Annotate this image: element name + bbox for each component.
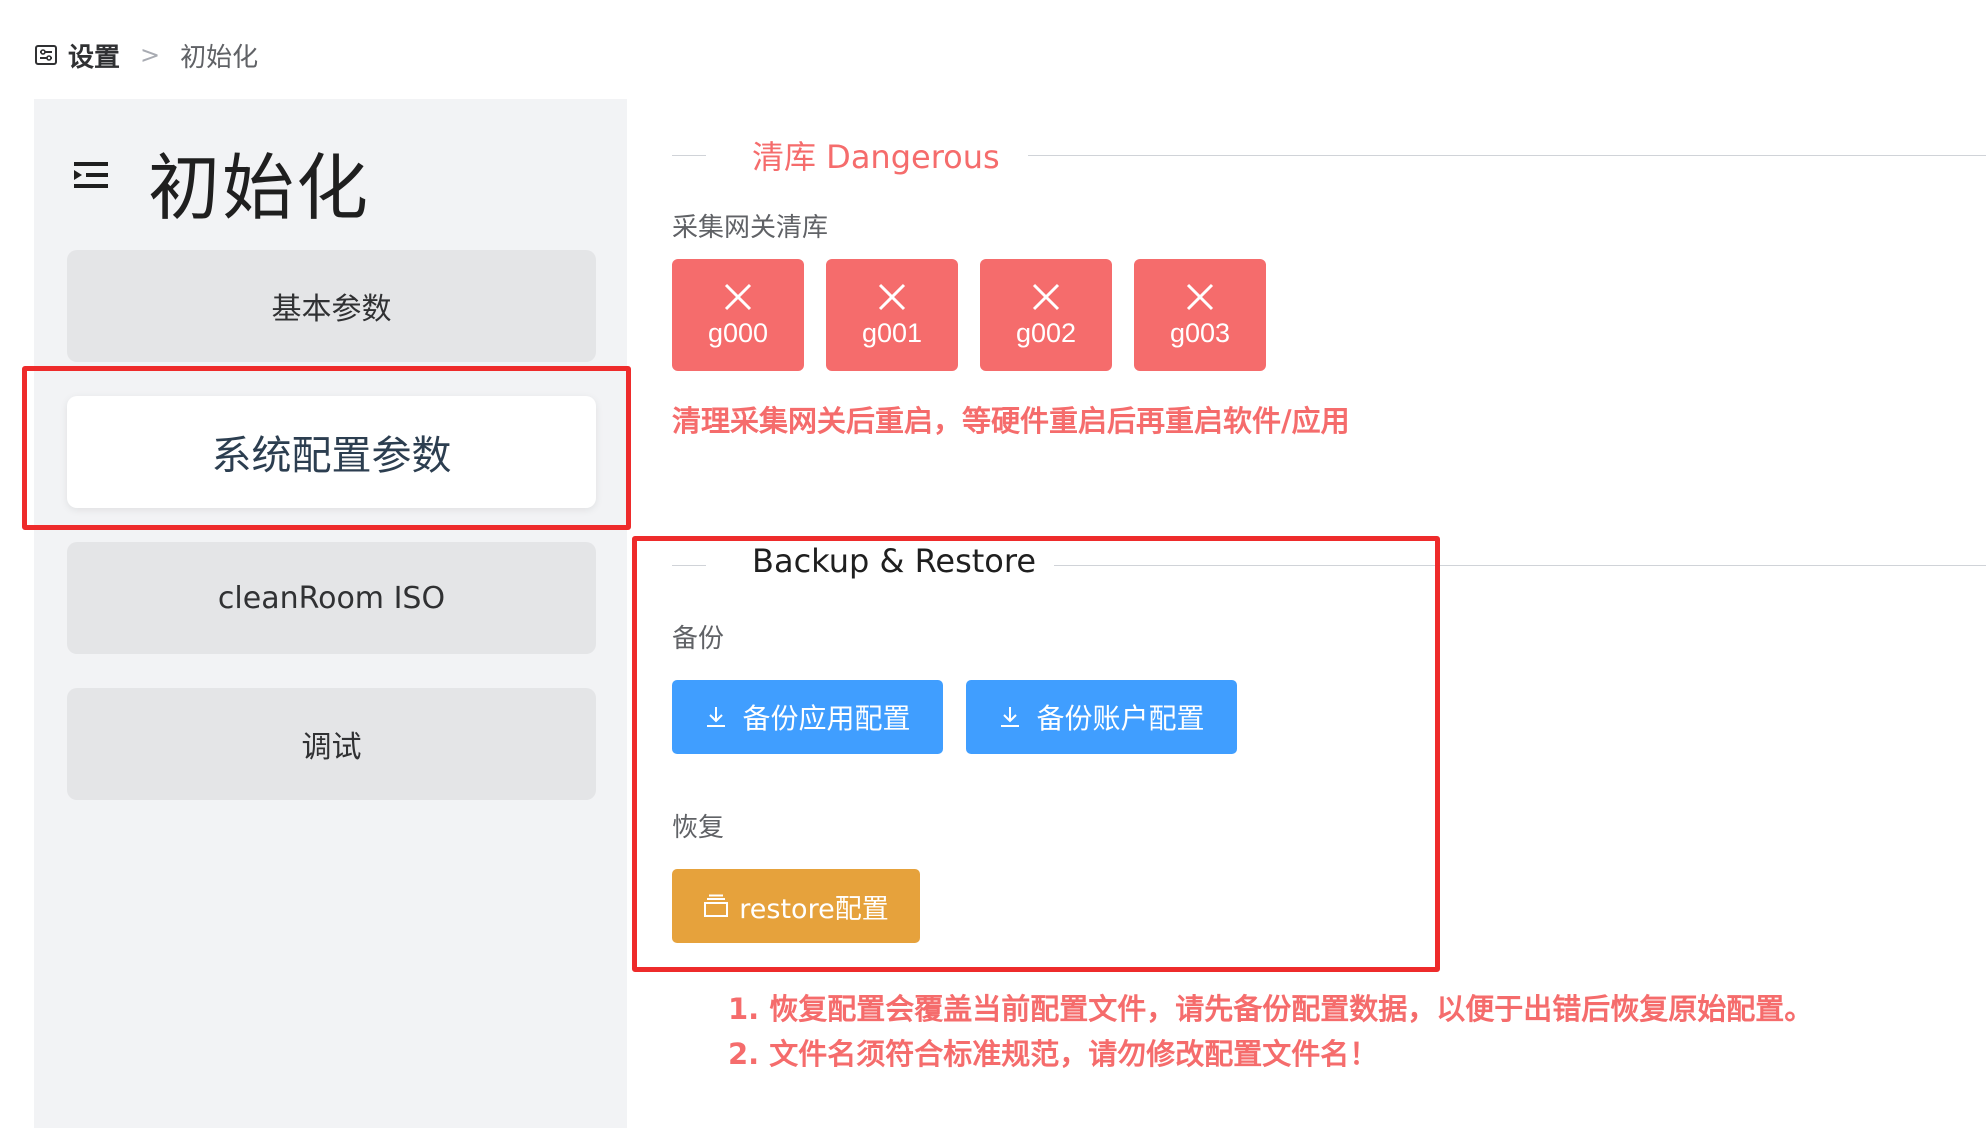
button-label: restore配置 xyxy=(739,893,889,925)
breadcrumb-root[interactable]: 设置 xyxy=(68,42,121,73)
close-icon xyxy=(1032,283,1060,310)
close-icon xyxy=(724,283,752,310)
restore-label: 恢复 xyxy=(672,813,725,843)
sidebar-item-basic-params[interactable]: 基本参数 xyxy=(67,250,596,362)
download-icon xyxy=(707,707,726,727)
restore-note-2: 2. 文件名须符合标准规范，请勿修改配置文件名！ xyxy=(728,1037,1379,1071)
sidebar-item-system-config[interactable]: 系统配置参数 xyxy=(67,396,596,508)
clear-gateway-g002-button[interactable]: g002 xyxy=(980,259,1112,371)
button-label: 备份应用配置 xyxy=(742,702,911,735)
backup-section-title: Backup & Restore xyxy=(752,542,1037,580)
sidebar-item-cleanroom-iso[interactable]: cleanRoom ISO xyxy=(67,542,596,654)
button-label: g002 xyxy=(1015,317,1077,348)
sidebar-item-label: cleanRoom ISO xyxy=(217,580,446,616)
button-label: g000 xyxy=(707,317,769,348)
sidebar-item-label: 基本参数 xyxy=(271,292,392,327)
backup-label: 备份 xyxy=(672,624,725,654)
clear-gateway-g001-button[interactable]: g001 xyxy=(826,259,958,371)
sidebar-item-label: 系统配置参数 xyxy=(211,433,452,479)
danger-section-title: 清库 Dangerous xyxy=(752,138,1000,176)
restore-note-1: 1. 恢复配置会覆盖当前配置文件，请先备份配置数据，以便于出错后恢复原始配置。 xyxy=(728,992,1814,1026)
breadcrumb-current: 初始化 xyxy=(180,42,259,73)
button-label: 备份账户配置 xyxy=(1036,702,1205,735)
backup-section-divider: Backup & Restore xyxy=(672,542,1986,580)
sidebar: 初始化 基本参数 系统配置参数 cleanRoom ISO 调试 xyxy=(34,99,627,1128)
restore-config-button[interactable]: restore配置 xyxy=(672,869,920,943)
breadcrumb: 设置 > 初始化 xyxy=(34,38,259,73)
archive-box-icon xyxy=(704,894,729,917)
breadcrumb-separator: > xyxy=(140,41,161,69)
settings-panel-icon xyxy=(35,45,57,65)
clear-gateway-g000-button[interactable]: g000 xyxy=(672,259,804,371)
clear-gateway-g003-button[interactable]: g003 xyxy=(1134,259,1266,371)
backup-account-config-button[interactable]: 备份账户配置 xyxy=(966,680,1237,754)
gateway-clear-label: 采集网关清库 xyxy=(672,213,829,243)
sidebar-title: 初始化 xyxy=(148,146,371,230)
sidebar-item-label: 调试 xyxy=(301,730,362,765)
button-label: g003 xyxy=(1169,317,1231,348)
backup-app-config-button[interactable]: 备份应用配置 xyxy=(672,680,943,754)
button-label: g001 xyxy=(861,317,923,348)
sidebar-item-debug[interactable]: 调试 xyxy=(67,688,596,800)
close-icon xyxy=(1186,283,1214,310)
menu-fold-icon[interactable] xyxy=(74,160,110,190)
download-icon xyxy=(1001,707,1020,727)
sidebar-header: 初始化 xyxy=(74,129,370,234)
danger-section-divider: 清库 Dangerous xyxy=(672,138,1986,176)
close-icon xyxy=(878,283,906,310)
gateway-clear-note: 清理采集网关后重启，等硬件重启后再重启软件/应用 xyxy=(672,404,1350,438)
